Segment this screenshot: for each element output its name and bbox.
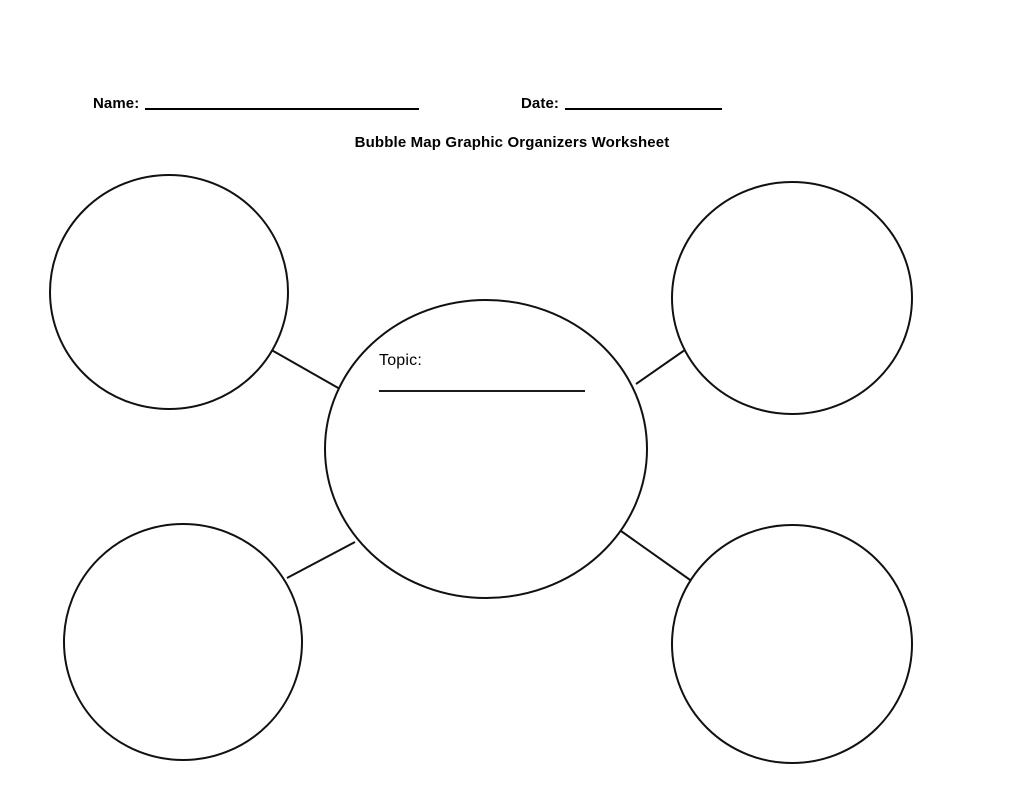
date-field-label: Date: [521,95,560,112]
connector-top-right [635,344,693,385]
date-field-write-in-line[interactable] [565,108,723,110]
topic-write-in-line[interactable] [379,390,585,393]
name-field-label: Name: [93,95,140,112]
topic-label: Topic: [379,352,422,369]
name-field-write-in-line[interactable] [145,108,420,110]
topic-block: Topic: [379,352,594,393]
connector-top-left [267,347,341,390]
connector-bottom-right [620,530,694,583]
bubble-center-topic[interactable] [324,299,648,599]
connector-bottom-left [286,541,356,579]
bubble-bottom-left[interactable] [63,523,303,761]
name-field[interactable]: Name: [93,95,420,112]
bubble-bottom-right[interactable] [671,524,913,764]
bubble-top-right[interactable] [671,181,913,415]
date-field[interactable]: Date: [521,95,723,112]
bubble-top-left[interactable] [49,174,289,410]
page-title: Bubble Map Graphic Organizers Worksheet [354,134,670,151]
